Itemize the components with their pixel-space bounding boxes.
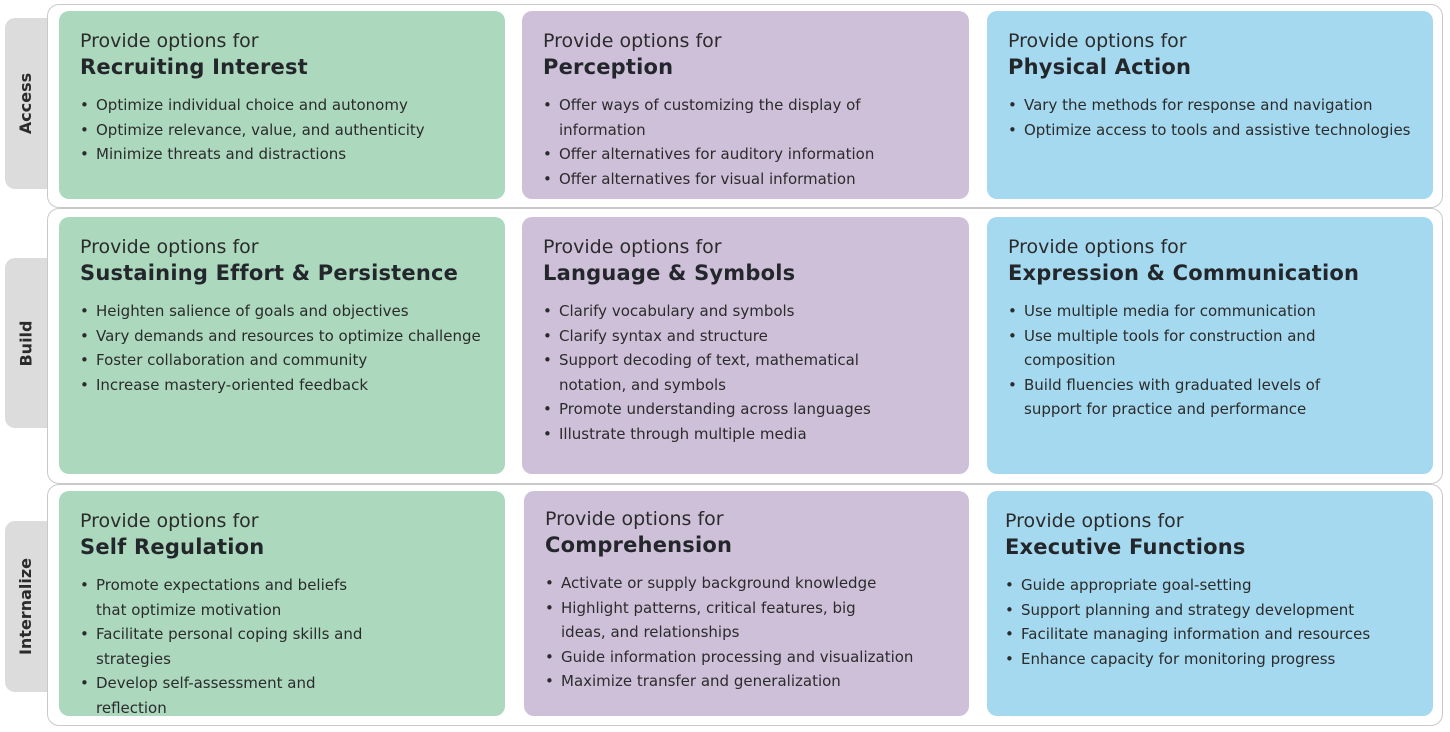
card-lead: Provide options for xyxy=(545,508,724,530)
list-item: Use multiple media for communication xyxy=(1008,299,1378,324)
list-item: Offer ways of customizing the display of… xyxy=(543,93,949,142)
list-item: Minimize threats and distractions xyxy=(80,142,485,167)
row-tab-build: Build xyxy=(5,258,47,428)
card-list: Clarify vocabulary and symbols Clarify s… xyxy=(543,299,893,446)
card-lead: Provide options for xyxy=(1008,236,1187,258)
card-lead: Provide options for xyxy=(1008,30,1187,52)
card-lead: Provide options for xyxy=(1005,510,1184,532)
card-title: Executive Functions xyxy=(1005,535,1246,559)
list-item: Vary demands and resources to optimize c… xyxy=(80,324,485,349)
list-item: Guide information processing and visuali… xyxy=(545,645,921,670)
card-language-symbols: Provide options for Language & Symbols C… xyxy=(522,217,969,474)
list-item: Optimize individual choice and autonomy xyxy=(80,93,485,118)
list-item: Promote expectations and beliefs that op… xyxy=(80,573,380,622)
card-lead: Provide options for xyxy=(80,510,259,532)
list-item: Guide appropriate goal-setting xyxy=(1005,573,1413,598)
list-item: Clarify syntax and structure xyxy=(543,324,893,349)
card-list: Offer ways of customizing the display of… xyxy=(543,93,949,191)
card-list: Optimize individual choice and autonomy … xyxy=(80,93,485,167)
list-item: Offer alternatives for auditory informat… xyxy=(543,142,949,167)
card-lead: Provide options for xyxy=(543,30,722,52)
card-expression-communication: Provide options for Expression & Communi… xyxy=(987,217,1433,474)
row-label-internalize: Internalize xyxy=(16,557,36,656)
card-title: Sustaining Effort & Persistence xyxy=(80,261,459,285)
card-title: Language & Symbols xyxy=(543,261,796,285)
list-item: Illustrate through multiple media xyxy=(543,422,893,447)
card-physical-action: Provide options for Physical Action Vary… xyxy=(987,11,1433,199)
card-self-regulation: Provide options for Self Regulation Prom… xyxy=(59,491,505,717)
card-list: Vary the methods for response and naviga… xyxy=(1008,93,1413,142)
card-list: Activate or supply background knowledge … xyxy=(545,571,913,694)
card-title: Comprehension xyxy=(545,533,733,557)
list-item: Highlight patterns, critical features, b… xyxy=(545,596,885,645)
card-comprehension: Provide options for Comprehension Activa… xyxy=(524,491,969,716)
list-item: Increase mastery-oriented feedback xyxy=(80,373,485,398)
card-title: Perception xyxy=(543,55,674,79)
list-item: Activate or supply background knowledge xyxy=(545,571,885,596)
row-label-build: Build xyxy=(16,319,36,367)
card-executive-functions: Provide options for Executive Functions … xyxy=(987,491,1433,716)
list-item: Maximize transfer and generalization xyxy=(545,669,885,694)
card-title: Self Regulation xyxy=(80,535,265,559)
card-perception: Provide options for Perception Offer way… xyxy=(522,11,969,199)
list-item: Support decoding of text, mathematical n… xyxy=(543,348,893,397)
row-tab-access: Access xyxy=(5,18,47,189)
card-sustaining-effort: Provide options for Sustaining Effort & … xyxy=(59,217,505,474)
list-item: Facilitate personal coping skills and st… xyxy=(80,622,436,671)
list-item: Build fluencies with graduated levels of… xyxy=(1008,373,1378,422)
list-item: Promote understanding across languages xyxy=(543,397,893,422)
card-list: Use multiple media for communication Use… xyxy=(1008,299,1378,422)
list-item: Offer alternatives for visual informatio… xyxy=(543,167,949,192)
row-tab-internalize: Internalize xyxy=(5,521,47,692)
row-label-access: Access xyxy=(16,72,36,135)
list-item: Clarify vocabulary and symbols xyxy=(543,299,893,324)
list-item: Vary the methods for response and naviga… xyxy=(1008,93,1413,118)
card-title: Expression & Communication xyxy=(1008,261,1360,285)
list-item: Heighten salience of goals and objective… xyxy=(80,299,485,324)
card-lead: Provide options for xyxy=(80,30,259,52)
card-title: Recruiting Interest xyxy=(80,55,308,79)
list-item: Support planning and strategy developmen… xyxy=(1005,598,1413,623)
list-item: Optimize relevance, value, and authentic… xyxy=(80,118,485,143)
card-list: Guide appropriate goal-setting Support p… xyxy=(1005,573,1413,671)
list-item: Enhance capacity for monitoring progress xyxy=(1005,647,1413,672)
list-item: Foster collaboration and community xyxy=(80,348,485,373)
list-item: Develop self-assessment and reflection xyxy=(80,671,380,720)
list-item: Use multiple tools for construction and … xyxy=(1008,324,1378,373)
card-list: Heighten salience of goals and objective… xyxy=(80,299,485,397)
list-item: Optimize access to tools and assistive t… xyxy=(1008,118,1413,143)
card-lead: Provide options for xyxy=(543,236,722,258)
card-recruiting-interest: Provide options for Recruiting Interest … xyxy=(59,11,505,199)
card-list: Promote expectations and beliefs that op… xyxy=(80,573,380,720)
list-item: Facilitate managing information and reso… xyxy=(1005,622,1413,647)
card-lead: Provide options for xyxy=(80,236,259,258)
card-title: Physical Action xyxy=(1008,55,1192,79)
